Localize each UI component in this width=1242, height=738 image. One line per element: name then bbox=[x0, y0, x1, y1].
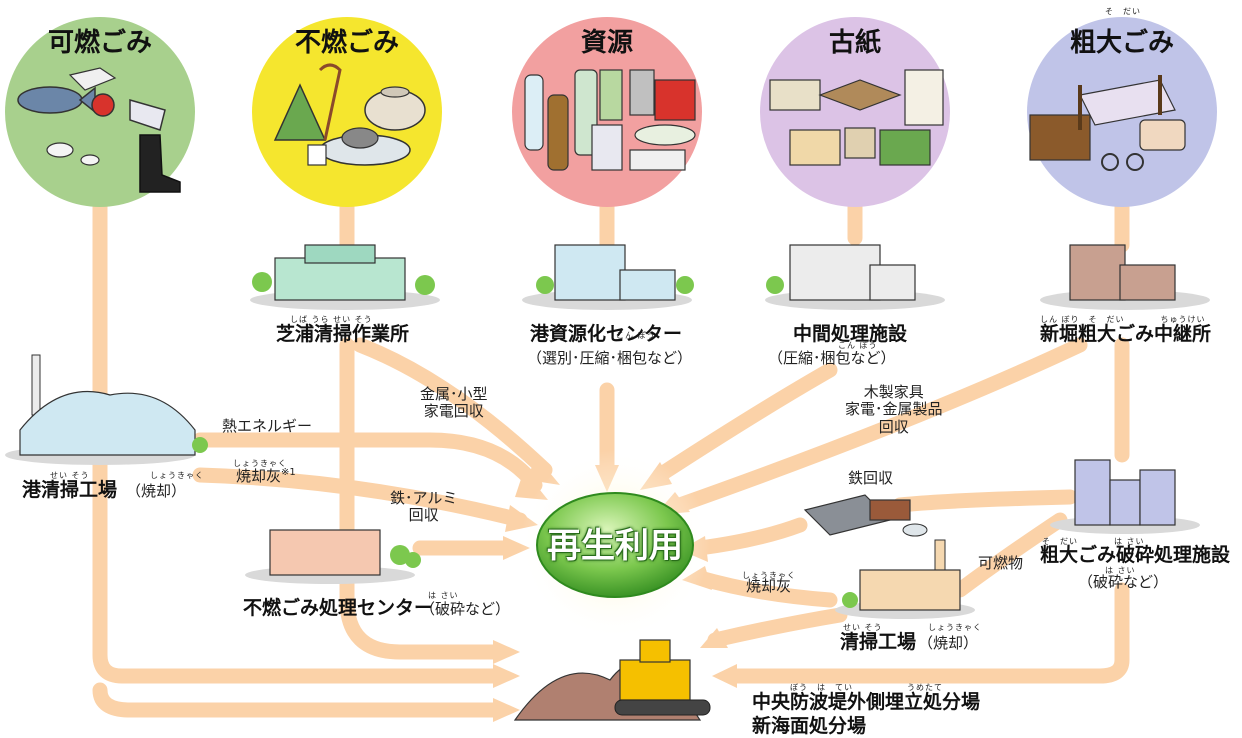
facility-landfill: 中央防波堤外側埋立処分場 bbox=[752, 691, 981, 713]
flow-label-ash1: 焼却灰※1 bbox=[236, 467, 296, 485]
flow-lines bbox=[92, 187, 1130, 718]
facility-funen-center: 不燃ごみ処理センター bbox=[243, 597, 434, 619]
building-minato-seiso bbox=[5, 354, 208, 465]
shinbori-ruby: しん ぼり そ だい ちゅうけい bbox=[1040, 315, 1206, 324]
building-seiso-kojo bbox=[835, 539, 975, 619]
category-sodai bbox=[1027, 17, 1217, 207]
landfill-ruby: ぼう は てい うめたて bbox=[790, 683, 943, 692]
flow-label-iron-al: 鉄･アルミ 回収 bbox=[390, 489, 458, 525]
flow-hasai-to-seiso bbox=[952, 512, 1068, 598]
sodai-category-ruby: そ だい bbox=[1105, 7, 1141, 16]
facility-funen-center-sub: （破砕など） bbox=[420, 600, 511, 618]
flow-label-wood: 木製家具 家電･金属製品 回収 bbox=[845, 383, 943, 436]
facility-shinbori: 新堀粗大ごみ中継所 bbox=[1040, 323, 1212, 345]
flow-moeru-to-landfill bbox=[92, 187, 503, 684]
minato-shigen-ruby: こん ぽう bbox=[616, 331, 656, 340]
facility-seiso-kojo-sub: （焼却） bbox=[918, 634, 979, 652]
seiso-kojo-ruby2: しょうきゃく bbox=[928, 623, 982, 632]
category-funen bbox=[252, 17, 442, 207]
facility-minato-shigen-sub: （選別･圧縮･梱包など） bbox=[527, 349, 693, 367]
category-label-koshi: 古紙 bbox=[828, 28, 881, 58]
flow-seiso-to-landfill bbox=[92, 682, 503, 718]
minato-seiso-ruby2: しょうきゃく bbox=[150, 471, 204, 480]
flow-shibaura-to-hub bbox=[352, 337, 553, 478]
seiso-kojo-ruby: せい そう bbox=[843, 623, 883, 632]
sodai-hasai-ruby: そ だい は さい bbox=[1042, 537, 1145, 546]
facility-chukan: 中間処理施設 bbox=[793, 323, 908, 345]
flow-label-ash2-ruby: しょうきゃく bbox=[742, 571, 796, 580]
flow-label-ash2: 焼却灰 bbox=[746, 577, 792, 595]
facility-minato-seiso-sub: （焼却） bbox=[126, 482, 187, 500]
building-sodai-hasai bbox=[1050, 459, 1200, 534]
facility-minato-seiso: 港清掃工場 bbox=[22, 479, 118, 501]
flow-ash-to-hub bbox=[192, 467, 528, 528]
shigen-illustration bbox=[524, 69, 696, 171]
chukan-ruby: こん ぽう bbox=[838, 341, 878, 350]
flow-seiso-ash-to-hub bbox=[692, 570, 838, 608]
building-funen-center bbox=[245, 529, 421, 584]
flow-label-heat: 熱エネルギー bbox=[222, 417, 313, 435]
moeru-illustration bbox=[17, 67, 181, 193]
sodai-illustration bbox=[1029, 75, 1186, 171]
hub-recycle bbox=[520, 450, 710, 640]
funen-illustration bbox=[273, 63, 426, 166]
flow-label-iron: 鉄回収 bbox=[848, 469, 894, 487]
category-label-sodai: 粗大ごみ bbox=[1069, 28, 1174, 58]
sodai-hasai-ruby2: は さい bbox=[1105, 566, 1136, 575]
building-shibaura bbox=[250, 244, 440, 310]
facility-chukan-sub: （圧縮･梱包など） bbox=[768, 349, 896, 367]
koshi-illustration bbox=[769, 69, 944, 166]
category-label-funen: 不燃ごみ bbox=[294, 28, 399, 58]
hub-ellipse bbox=[536, 492, 694, 598]
category-shigen bbox=[512, 17, 702, 207]
hub-label: 再生利用 bbox=[547, 526, 683, 566]
facility-sodai-hasai-sub: （破砕など） bbox=[1078, 573, 1169, 591]
building-shinbori bbox=[1040, 244, 1210, 310]
facility-shibaura: 芝浦清掃作業所 bbox=[276, 323, 410, 345]
category-koshi bbox=[760, 17, 950, 207]
building-minato-shigen bbox=[522, 244, 694, 310]
flow-hasai-to-iron bbox=[892, 489, 1078, 513]
category-label-moeru: 可燃ごみ bbox=[47, 28, 152, 58]
building-chukan bbox=[765, 244, 945, 310]
iron-scrap bbox=[803, 494, 928, 537]
facility-minato-shigen: 港資源化センター bbox=[530, 323, 683, 345]
flow-seiso-to-landfill2 bbox=[707, 607, 848, 648]
flow-label-combustible: 可燃物 bbox=[978, 554, 1024, 572]
landfill-bulldozer bbox=[513, 639, 711, 721]
flow-shinbori-to-hub bbox=[672, 337, 1088, 513]
flow-label-ash1-ruby: しょうきゃく bbox=[233, 459, 287, 468]
facility-sodai-hasai: 粗大ごみ破砕処理施設 bbox=[1040, 544, 1231, 566]
flow-label-metal-small: 金属･小型 家電回収 bbox=[420, 385, 488, 421]
flow-iron-to-hub bbox=[692, 517, 808, 556]
flow-hasai-down bbox=[727, 582, 1130, 684]
category-moeru bbox=[5, 17, 195, 207]
flow-shibaura-down bbox=[339, 337, 503, 660]
minato-seiso-ruby: せい そう bbox=[50, 471, 90, 480]
facility-landfill-2: 新海面処分場 bbox=[752, 715, 867, 737]
category-label-shigen: 資源 bbox=[580, 28, 633, 58]
funen-center-ruby: は さい bbox=[428, 591, 459, 600]
shibaura-ruby: しば うら せい そう bbox=[290, 315, 373, 324]
facility-seiso-kojo: 清掃工場 bbox=[840, 631, 917, 653]
flow-chukan-to-hub bbox=[652, 362, 838, 483]
